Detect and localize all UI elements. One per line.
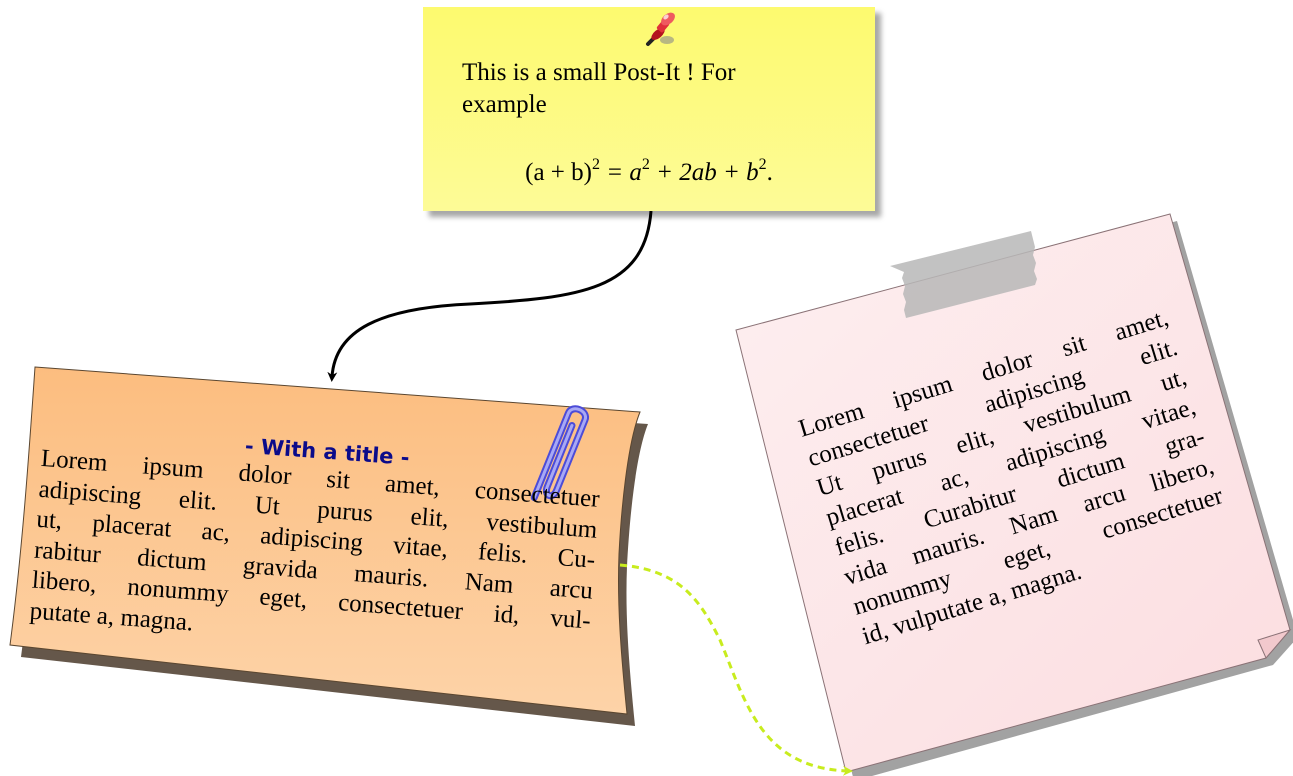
pushpin-icon bbox=[646, 12, 675, 46]
connector-yellow-to-orange bbox=[327, 210, 653, 382]
yellow-post-it: This is a small Post-It ! For example (a… bbox=[423, 7, 875, 211]
pink-note-shape bbox=[735, 213, 1293, 776]
connector-orange-to-pink bbox=[619, 563, 853, 776]
yellow-note-line-1: This is a small Post-It ! For bbox=[462, 59, 736, 86]
tape-icon bbox=[890, 231, 1037, 318]
yellow-note-line-2: example bbox=[462, 91, 547, 118]
paperclip-icon bbox=[530, 405, 589, 502]
orange-note-shape bbox=[9, 366, 648, 726]
yellow-note-formula: (a + b)2 = a2 + 2ab + b2. bbox=[525, 156, 773, 187]
